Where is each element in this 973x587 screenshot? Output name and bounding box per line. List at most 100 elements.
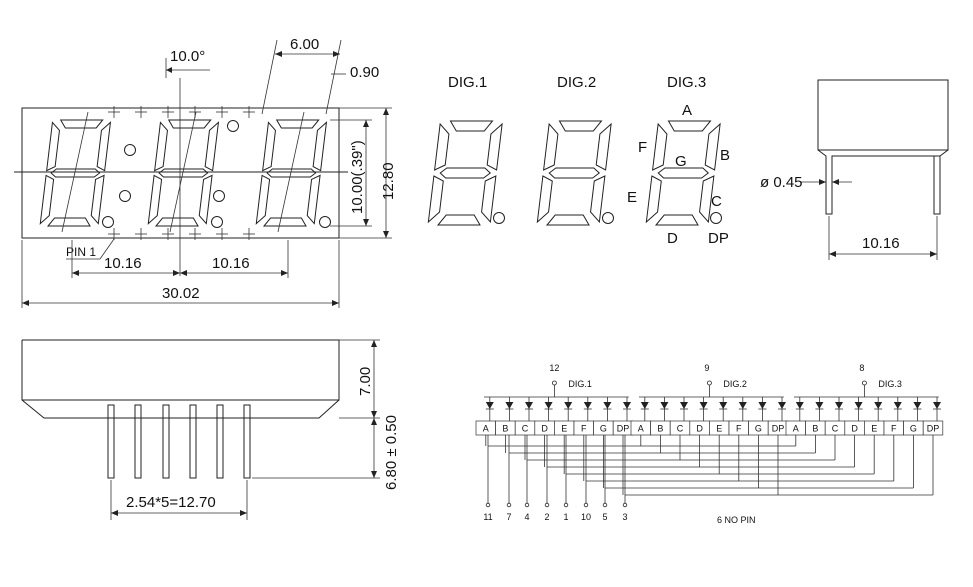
bottom-pins <box>107 404 251 479</box>
segment-b <box>486 122 503 171</box>
segment-g <box>50 168 101 178</box>
pitch-left-label: 10.16 <box>104 255 142 272</box>
diode-symbol <box>525 402 533 409</box>
diameter-arrow-right <box>832 179 839 185</box>
segment-b <box>704 122 721 171</box>
segment-d <box>46 217 91 227</box>
pin-cross-top-4 <box>189 106 201 118</box>
segment-cell-label: E <box>561 424 567 434</box>
segment-cell-label: DP <box>772 424 785 434</box>
pitch-arrow-3 <box>180 270 187 276</box>
segment-f-label: F <box>638 139 647 156</box>
segment-cell-label: C <box>677 424 684 434</box>
front-digit-1 <box>39 119 112 227</box>
segment-cell-label: E <box>716 424 722 434</box>
diode-symbol <box>660 402 669 409</box>
segment-a <box>59 119 104 129</box>
row-pitch-label: 10.16 <box>862 235 900 252</box>
pin-cross-top-5 <box>216 106 228 118</box>
side-lead-left <box>817 149 940 215</box>
digit-slant-line-2 <box>169 111 197 233</box>
segment-b-label: B <box>720 147 730 164</box>
pin-number-10: 10 <box>581 512 591 522</box>
pin-number-11: 11 <box>483 512 492 522</box>
segment-d <box>654 214 699 226</box>
common-pin-3 <box>862 380 867 386</box>
seg-stroke-label: 0.90 <box>350 64 379 81</box>
pin-length-arrow-bottom <box>371 471 377 478</box>
pitch-arrow-4 <box>281 270 288 276</box>
pin-length-label: 6.80 ± 0.50 <box>383 415 400 490</box>
diode-symbol <box>640 402 649 409</box>
segment-c <box>306 174 321 225</box>
detail-dp-3 <box>710 212 722 224</box>
bottom-pin-5 <box>216 404 224 479</box>
segment-cell-label: B <box>502 424 508 434</box>
pin-cross-top-3 <box>162 106 174 118</box>
display-body-outline <box>21 107 340 239</box>
segment-c-label: C <box>711 193 722 210</box>
dig3-label: DIG.3 <box>667 74 706 91</box>
segment-f <box>542 122 559 171</box>
diode-symbol <box>854 402 863 409</box>
row-pitch-arrow-left <box>829 251 836 257</box>
segment-cell-label: DP <box>617 424 630 434</box>
front-digit-3 <box>255 119 328 227</box>
segment-cell-label: F <box>581 424 587 434</box>
segment-cell-label: B <box>812 424 818 434</box>
pin-terminal-10 <box>583 502 589 508</box>
diode-symbol <box>505 402 514 409</box>
angle-label: 10.0° <box>170 48 205 65</box>
pin-length-arrow-top <box>371 418 377 425</box>
pin-cross-bottom-4 <box>189 228 201 240</box>
diode-symbol <box>680 402 688 409</box>
segment-cell-label: G <box>600 424 607 434</box>
pin-terminal-1 <box>563 502 569 508</box>
diode-symbol <box>893 402 902 409</box>
pitch-right-label: 10.16 <box>212 255 250 272</box>
diode-symbol <box>913 402 922 409</box>
diode-symbol <box>583 402 592 409</box>
pin-cross-bottom-2 <box>135 228 147 240</box>
detail-dp-2 <box>602 212 614 224</box>
segment-a <box>275 119 320 129</box>
segment-e <box>427 175 444 224</box>
segment-cell-label: A <box>483 424 489 434</box>
segment-cell-label: G <box>910 424 917 434</box>
bottom-pin-6 <box>243 404 251 479</box>
segment-g <box>657 167 710 179</box>
angle-arrowhead <box>166 67 172 73</box>
body-height-arrow-top <box>371 340 377 347</box>
segment-d <box>436 214 481 226</box>
segment-c <box>481 175 497 224</box>
pin-cross-bottom-5 <box>216 228 228 240</box>
diode-symbol <box>544 402 553 409</box>
diode-symbol <box>564 402 573 409</box>
seg-width-label: 6.00 <box>290 36 319 53</box>
segment-cell-label: DP <box>927 424 940 434</box>
common-label-2: DIG.2 <box>723 379 747 389</box>
segment-e <box>39 174 55 225</box>
segment-d <box>262 217 307 227</box>
detail-dp-1 <box>493 212 505 224</box>
width-arrow-left <box>22 300 29 306</box>
bottom-pin-4 <box>189 404 197 479</box>
digit-slant-line-3 <box>277 111 305 233</box>
digit-height-label: 10.00(.39") <box>349 140 366 214</box>
pin-terminal-7 <box>506 502 512 508</box>
seg-width-ext-left <box>261 39 278 115</box>
front-digit-group <box>39 111 328 233</box>
pin-span-arrow-left <box>111 510 118 516</box>
segment-d <box>154 217 199 227</box>
front-pin-crosses <box>108 106 255 240</box>
segment-a-label: A <box>682 102 692 119</box>
front-view: 10.0° 6.00 0.90 12.80 10.00(.39") PIN 1 <box>14 36 397 308</box>
front-dot-3 <box>102 216 114 228</box>
segment-f <box>46 121 60 172</box>
dig1-label: DIG.1 <box>448 74 487 91</box>
pin-cross-top-6 <box>243 106 255 118</box>
common-pin-number-2: 9 <box>704 363 709 373</box>
side-body-outline <box>817 79 949 151</box>
